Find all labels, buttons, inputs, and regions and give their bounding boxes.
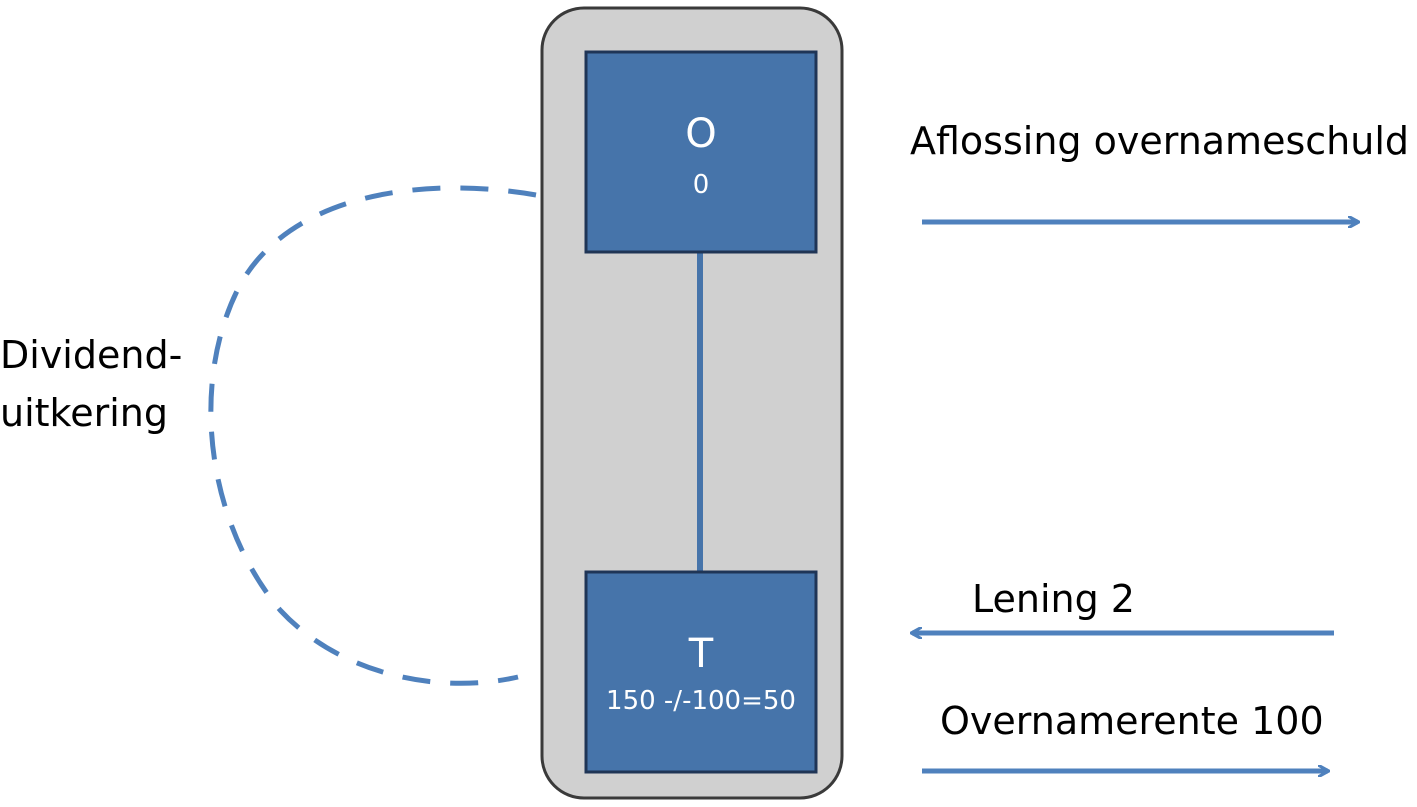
- loan-label: Lening 2: [972, 577, 1135, 621]
- entity-t-value: 150 -/-100=50: [606, 686, 796, 716]
- dividend-label-line2: uitkering: [0, 391, 168, 435]
- repayment-label: Aflossing overnameschuld: [910, 119, 1409, 163]
- entity-t-title: T: [688, 631, 714, 677]
- entity-o-box: [584, 50, 818, 254]
- entity-o-title: O: [685, 111, 717, 157]
- dividend-label-line1: Dividend-: [0, 333, 183, 377]
- entity-o-value: 0: [692, 170, 710, 200]
- entity-t-box: [584, 570, 818, 774]
- dividend-loop: [208, 185, 537, 686]
- interest-label: Overnamerente 100: [940, 699, 1324, 743]
